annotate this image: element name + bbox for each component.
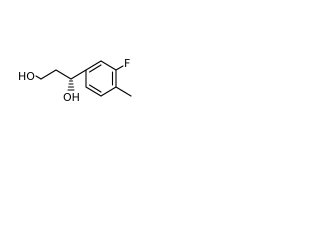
bond-c4-methyl	[115, 86, 132, 97]
structure-diagram: F OH HO	[18, 57, 132, 104]
bond-chiral-carbon-ch2	[55, 69, 72, 80]
bond-ch2-terminal-oh	[35, 75, 42, 80]
ring-double-bond-c5-c6	[88, 84, 102, 93]
ring-double-bond-c1-c2	[88, 64, 102, 73]
ring-bond-c1-c2	[85, 60, 102, 71]
bond-ring-chiral-carbon	[70, 69, 87, 80]
ring-bond-c5-c6	[85, 86, 102, 97]
bond-c3-fluorine	[115, 65, 124, 71]
ring-bond-c4-c5	[100, 86, 117, 97]
hashed-stereo-bond	[67, 80, 75, 91]
hydroxyl-terminal-label: HO	[18, 70, 35, 83]
hydroxyl-benzylic-label: OH	[63, 91, 80, 104]
fluorine-label: F	[124, 57, 130, 70]
bond-ch2-ch2oh	[40, 69, 57, 80]
benzene-ring	[85, 60, 117, 97]
ring-bond-c2-c3	[100, 60, 117, 71]
